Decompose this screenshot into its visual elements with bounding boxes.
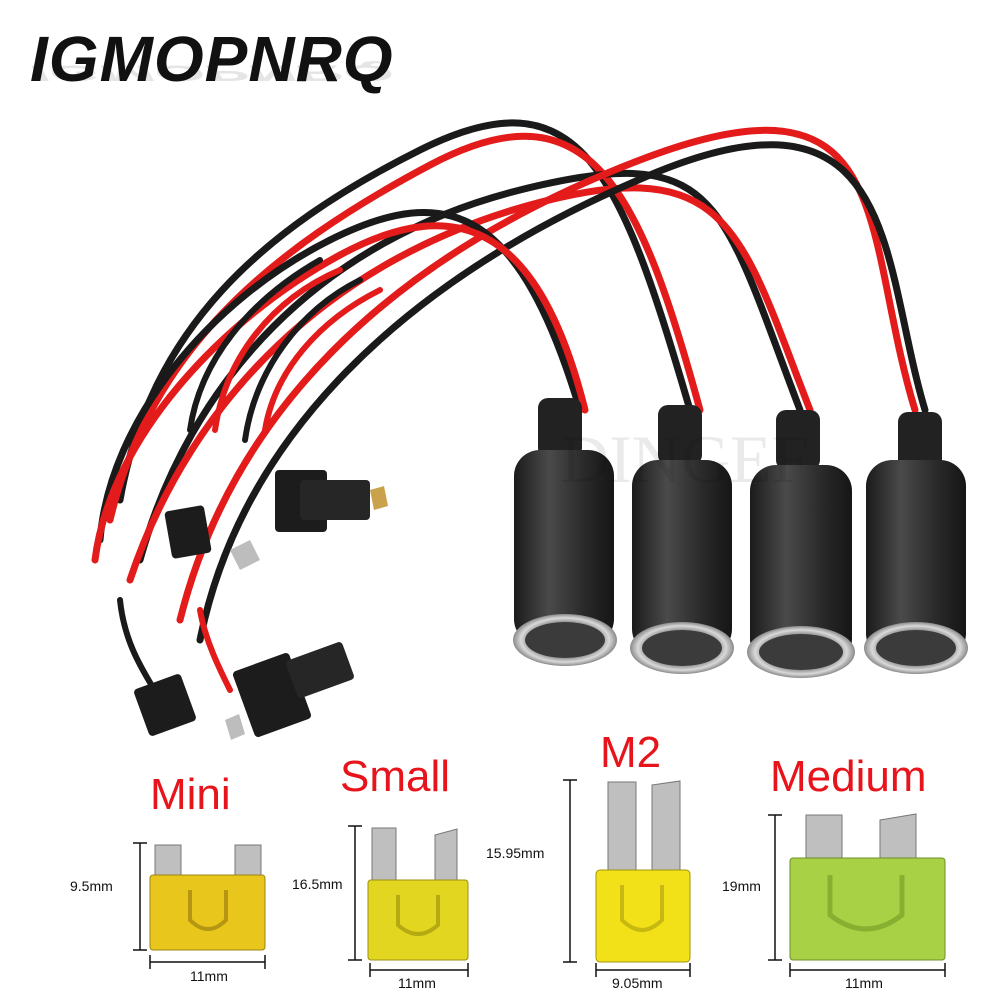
watermark: DINGEF — [560, 421, 810, 497]
brand-title: IGMOPNRQ — [30, 23, 394, 95]
cable-bundle — [91, 119, 929, 703]
medium-width: 11mm — [845, 975, 883, 991]
fuse-m2 — [595, 780, 691, 963]
small-height: 16.5mm — [292, 876, 343, 892]
medium-height: 19mm — [722, 878, 761, 894]
fuse-small — [367, 827, 469, 961]
socket-4 — [864, 412, 968, 674]
socket-3 — [747, 410, 855, 678]
small-width: 11mm — [398, 975, 436, 991]
mini-width: 11mm — [190, 968, 228, 984]
mini-height: 9.5mm — [70, 878, 113, 894]
label-mini: Mini — [150, 770, 231, 819]
socket-1 — [513, 398, 617, 666]
m2-width: 9.05mm — [612, 975, 663, 991]
dimension-lines — [133, 779, 946, 977]
label-small: Small — [340, 752, 451, 801]
fuse-medium — [789, 813, 946, 961]
label-medium: Medium — [770, 752, 927, 801]
fuse-taps — [134, 470, 388, 740]
label-m2: M2 — [600, 728, 662, 777]
fuse-mini — [149, 844, 266, 951]
m2-height: 15.95mm — [486, 845, 545, 861]
socket-2 — [630, 405, 734, 674]
